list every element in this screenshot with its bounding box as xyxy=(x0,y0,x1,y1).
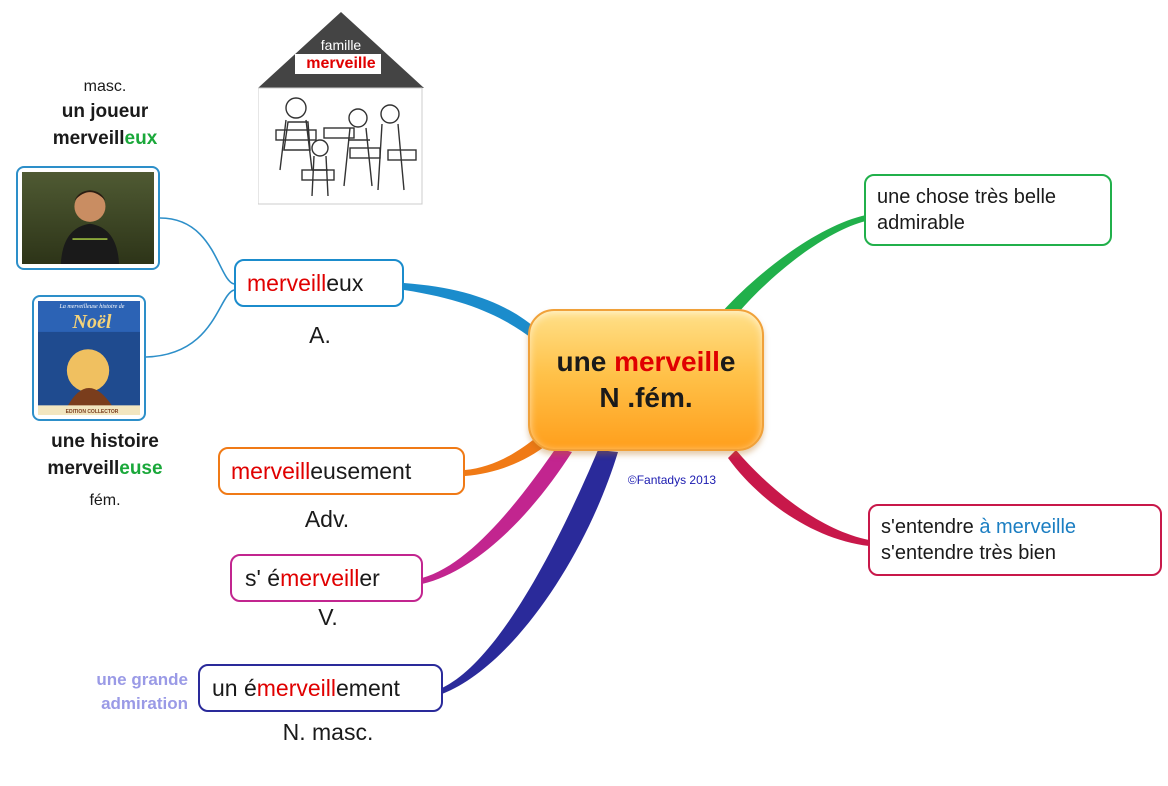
adjective-suffix: eux xyxy=(326,269,364,296)
definition-line1: une chose très belle xyxy=(877,186,1057,208)
adverb-stem: merveill xyxy=(231,457,311,484)
verb-category: V. xyxy=(318,604,338,630)
expression-node: s'entendre à merveille s'entendre très b… xyxy=(868,504,1162,576)
noun-suffix: ement xyxy=(336,674,400,701)
fem-example-ending: euse xyxy=(119,458,163,479)
central-word: une merveille xyxy=(557,344,736,380)
expression-line2: s'entendre très bien xyxy=(881,542,1057,564)
house-drawing xyxy=(257,12,424,205)
noun-note-line2: admiration xyxy=(101,694,188,713)
masc-gender-label: masc. xyxy=(83,78,127,95)
masc-example-ending: eux xyxy=(124,128,158,149)
book-image xyxy=(38,301,140,415)
fem-example-line2: merveilleuse xyxy=(30,458,180,480)
noun-stem: merveill xyxy=(256,674,336,701)
adverb-branch xyxy=(465,436,548,476)
verb-branch xyxy=(422,448,572,584)
noun-branch xyxy=(442,450,618,694)
definition-line2: admirable xyxy=(877,212,965,234)
masc-example-line2: merveilleux xyxy=(30,128,180,150)
christmas-book-cover: La merveilleuse histoire de Noël EDITION… xyxy=(32,295,146,421)
book-small-title: La merveilleuse histoire de xyxy=(59,304,125,310)
fem-example-stem: merveill xyxy=(47,458,120,479)
fem-gender-label: fém. xyxy=(89,492,121,509)
verb-prefix: s' é xyxy=(245,564,281,591)
adjective-category: A. xyxy=(309,322,331,348)
central-word-stem: merveill xyxy=(614,346,720,377)
expression-line1-prefix: s'entendre xyxy=(881,516,980,538)
adverb-category: Adv. xyxy=(304,506,350,532)
adverb-suffix: eusement xyxy=(310,457,412,484)
masc-example-stem: merveill xyxy=(52,128,125,149)
definition-branch xyxy=(722,215,866,318)
definition-node: une chose très belle admirable xyxy=(864,174,1112,246)
family-house-illustration: famille merveille xyxy=(257,10,424,206)
verb-stem: merveill xyxy=(280,564,360,591)
masc-example-line1: un joueur xyxy=(61,101,149,122)
expression-line1: s'entendre à merveille xyxy=(881,514,1076,540)
central-category: N .fém. xyxy=(599,382,693,413)
expression-branch xyxy=(728,450,869,546)
football-player-photo xyxy=(16,166,160,270)
noun-category: N. masc. xyxy=(282,719,374,745)
noun-note-line1: une grande xyxy=(96,670,188,689)
book-footer: EDITION COLLECTOR xyxy=(65,409,119,415)
expression-line1-highlight: à merveille xyxy=(979,516,1077,538)
central-word-prefix: une xyxy=(556,346,615,377)
copyright-label: ©Fantadys 2013 xyxy=(627,473,717,487)
adjective-stem: merveill xyxy=(247,269,327,296)
adjective-branch xyxy=(404,283,540,340)
noun-prefix: un é xyxy=(212,674,257,701)
central-word-suffix: e xyxy=(719,346,736,377)
central-node: une merveille N .fém. xyxy=(528,309,764,451)
photo-connector-top xyxy=(159,217,235,285)
house-top-label: famille xyxy=(320,37,362,53)
book-title: Noël xyxy=(72,311,112,333)
photo-connector-bottom xyxy=(145,289,235,358)
verb-suffix: er xyxy=(359,564,380,591)
fem-example-line1: une histoire xyxy=(51,431,159,452)
player-image xyxy=(22,172,154,264)
house-label: merveille xyxy=(306,55,376,72)
